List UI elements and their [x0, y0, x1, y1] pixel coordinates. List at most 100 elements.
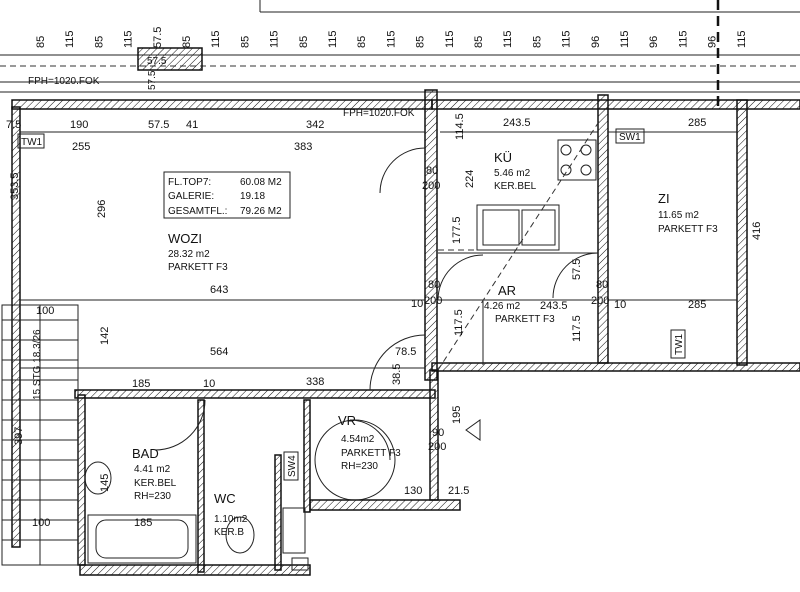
room-area: 4.54m2: [341, 434, 375, 445]
dim: 643: [210, 284, 228, 296]
dim: 10: [411, 298, 423, 310]
top-dim-label: 57.5: [152, 27, 164, 48]
svg-text:TW1: TW1: [674, 333, 685, 355]
dim: 185: [134, 517, 152, 529]
area-row1-label: FL.TOP7:: [168, 177, 211, 188]
top-dim-label: 115: [619, 30, 631, 48]
room-ku: KÜ 5.46 m2 KER.BEL: [494, 150, 537, 192]
room-vr: VR 4.54m2 PARKETT F3 RH=230: [338, 413, 401, 472]
room-floor: KER.BEL: [494, 181, 537, 192]
top-dim-label: 85: [239, 36, 251, 48]
dim: 80: [596, 279, 608, 291]
room-floor: PARKETT F3: [658, 224, 718, 235]
dim: 353.5: [9, 172, 21, 200]
dim: 200: [422, 180, 440, 192]
dim: 195: [451, 406, 463, 424]
area-row3-value: 79.26 M2: [240, 206, 282, 217]
top-dim-label: 85: [473, 36, 485, 48]
top-dim-label: 85: [415, 36, 427, 48]
svg-text:SW4: SW4: [287, 455, 298, 477]
fph-label-left: FPH=1020.FOK: [28, 76, 100, 87]
room-name: VR: [338, 413, 356, 428]
stair-label: 15 STG 18.3/26: [32, 329, 43, 400]
dim: 21.5: [448, 485, 469, 497]
top-dim-label: 115: [502, 30, 514, 48]
top-dim-label: 115: [444, 30, 456, 48]
room-rh: RH=230: [134, 491, 171, 502]
tag-sw4: SW4: [283, 451, 299, 481]
terrace-band: [0, 0, 800, 110]
room-area: 5.46 m2: [494, 168, 531, 179]
tag-tw1-left: TW1: [17, 133, 45, 149]
top-dim-label: 115: [561, 30, 573, 48]
dim: 38.5: [391, 364, 403, 385]
room-name: ZI: [658, 191, 670, 206]
exterior-walls: [11, 89, 800, 576]
dim: 285: [688, 299, 706, 311]
fph-label-mid: FPH=1020.FOK: [343, 108, 415, 119]
top-dim-label: 115: [327, 30, 339, 48]
room-name: AR: [498, 283, 516, 298]
room-wc: WC 1.10m2 KER.B: [214, 491, 248, 538]
dim: 564: [210, 346, 228, 358]
dim: 10: [614, 299, 626, 311]
top-dim-label: 85: [93, 36, 105, 48]
dim: 185: [132, 378, 150, 390]
tag-tw1-right: TW1: [670, 329, 686, 359]
dim: 200: [424, 295, 442, 307]
room-area: 4.41 m2: [134, 464, 171, 475]
top-dim-label: 85: [298, 36, 310, 48]
top-dim-label: 115: [64, 30, 76, 48]
area-row1-value: 60.08 M2: [240, 177, 282, 188]
top-dim-label: 115: [269, 30, 281, 48]
dim: 255: [72, 141, 90, 153]
bathroom-fixtures: [84, 419, 481, 571]
room-bad: BAD 4.41 m2 KER.BEL RH=230: [132, 446, 177, 502]
interior-lines: [20, 119, 737, 371]
top-dim-label: 115: [736, 30, 748, 48]
top-dim-label: 115: [210, 30, 222, 48]
room-area: 4.26 m2: [484, 301, 521, 312]
dim: 200: [428, 441, 446, 453]
area-row2-value: 19.18: [240, 191, 265, 202]
dim: 10: [203, 378, 215, 390]
dim: 117.5: [453, 309, 465, 336]
dim: 57.5: [571, 259, 583, 280]
dim: 130: [404, 485, 422, 497]
top-dim-label: 115: [677, 30, 689, 48]
top-dim-label: 96: [590, 36, 602, 48]
room-name: BAD: [132, 446, 159, 461]
room-wozi: WOZI 28.32 m2 PARKETT F3: [168, 231, 228, 273]
kitchen-fixtures: [476, 139, 597, 251]
dim: 296: [96, 200, 108, 218]
dim: 78.5: [395, 346, 416, 358]
dim: 7.5: [6, 119, 21, 131]
dim: 224: [464, 170, 476, 188]
dim: 80: [426, 165, 438, 177]
room-zi: ZI 11.65 m2 PARKETT F3: [658, 191, 718, 235]
top-dim-label: 115: [385, 30, 397, 48]
dim: 41: [186, 119, 198, 131]
dim: 142: [99, 327, 111, 345]
dim: 145: [99, 474, 111, 492]
dim: 57.5: [148, 119, 169, 131]
room-floor: KER.BEL: [134, 478, 177, 489]
top-dim-label: 115: [123, 30, 135, 48]
room-name: KÜ: [494, 150, 512, 165]
tag-sw1: SW1: [615, 128, 645, 144]
column-pillar: [137, 47, 203, 71]
staircase: [1, 304, 79, 566]
column-dim-b: 57.5: [147, 70, 158, 90]
dim: 342: [306, 119, 324, 131]
dim: 80: [428, 279, 440, 291]
room-rh: RH=230: [341, 461, 378, 472]
column-dim-a: 57.5: [147, 56, 167, 67]
room-floor: PARKETT F3: [168, 262, 228, 273]
top-dim-label: 96: [707, 36, 719, 48]
room-area: 28.32 m2: [168, 249, 210, 260]
svg-text:TW1: TW1: [21, 137, 43, 148]
room-floor: PARKETT F3: [495, 314, 555, 325]
dim: 90: [432, 427, 444, 439]
